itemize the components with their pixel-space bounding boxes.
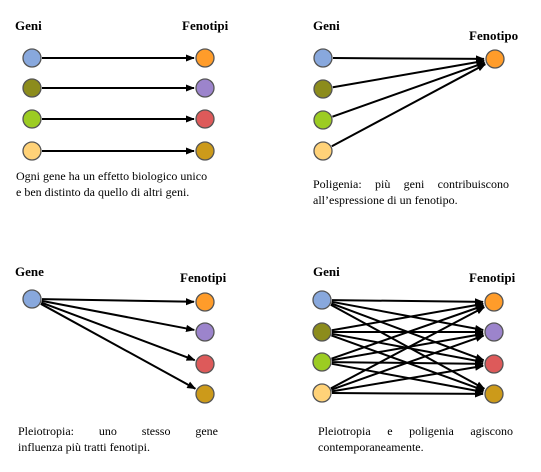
- panel4-arrow: [331, 300, 485, 333]
- panel4-phenotype-purple-node: [484, 322, 504, 342]
- panel4-gene-yellow-node: [312, 383, 332, 403]
- panel3-arrow: [41, 299, 196, 332]
- panel3-phenotype-purple-node: [195, 322, 215, 342]
- panel2-phenotype-label: Fenotipo: [469, 28, 518, 43]
- panel4-arrow: [331, 363, 485, 393]
- panel1-gene-olive-node: [22, 78, 42, 98]
- panel3-phenotypes-label: Fenotipi: [180, 270, 227, 285]
- panel4-gene-blue-node: [312, 290, 332, 310]
- panel1-phenotype-purple-node: [195, 78, 215, 98]
- panel4-arrow: [331, 298, 484, 306]
- panel2-arrow: [332, 61, 486, 118]
- panel4-caption: Pleiotropia e poligenia agiscono contemp…: [318, 423, 513, 455]
- panel3-caption-line1: Pleiotropia: uno stesso gene: [18, 424, 218, 438]
- panel4-phenotype-gold-node: [484, 384, 504, 404]
- panel3-caption-line2: influenza più tratti fenotipi.: [18, 440, 150, 454]
- panel2-arrow: [332, 55, 485, 63]
- panel2-arrow: [332, 58, 486, 89]
- panel2-caption-line2: all’espressione di un fenotipo.: [313, 193, 458, 207]
- panel4-arrow: [331, 301, 485, 332]
- panel1-phenotype-red-node: [195, 109, 215, 129]
- panel4-genes-label: Geni: [313, 264, 340, 279]
- panel1-gene-blue-node: [22, 48, 42, 68]
- panel4-gene-olive-node: [312, 322, 332, 342]
- panel3-arrow: [40, 302, 197, 390]
- panel4-caption-line1: Pleiotropia e poligenia agiscono: [318, 424, 513, 438]
- panel3-arrow: [41, 301, 196, 362]
- panel4-arrow: [330, 306, 486, 390]
- node-layer: [22, 48, 505, 404]
- panel1-genes-label: Geni: [15, 18, 42, 33]
- panel1-caption-line2: e ben distinto da quello di altri geni.: [16, 185, 190, 199]
- panel1-phenotype-gold-node: [195, 141, 215, 161]
- panel2-gene-olive-node: [313, 79, 333, 99]
- panel1-gene-yellow-node: [22, 141, 42, 161]
- panel4-caption-line2: contemporaneamente.: [318, 440, 424, 454]
- panel3-caption: Pleiotropia: uno stesso gene influenza p…: [18, 423, 218, 455]
- panel2-genes-label: Geni: [313, 18, 340, 33]
- panel2-caption-line1: Poligenia: più geni contribuiscono: [313, 177, 509, 191]
- panel3-phenotype-orange-node: [195, 292, 215, 312]
- panel2-arrow: [331, 63, 487, 148]
- panel3-gene-label: Gene: [15, 264, 44, 279]
- panel2-gene-blue-node: [313, 48, 333, 68]
- panel1-gene-green-node: [22, 109, 42, 129]
- panel3-gene-blue-node: [22, 289, 42, 309]
- panel1-caption-line1: Ogni gene ha un effetto biologico unico: [16, 169, 208, 183]
- panel4-arrow: [331, 304, 485, 360]
- panel3-phenotype-gold-node: [195, 384, 215, 404]
- panel4-phenotype-orange-node: [484, 292, 504, 312]
- panel1-caption: Ogni gene ha un effetto biologico unico …: [16, 168, 238, 200]
- panel2-phenotype-orange-node: [485, 49, 505, 69]
- panel2-gene-green-node: [313, 110, 333, 130]
- panel3-arrow: [41, 298, 195, 306]
- arrow-layer: [40, 54, 487, 398]
- panel4-arrow: [331, 334, 485, 391]
- panel4-arrow: [331, 390, 484, 398]
- panel2-caption: Poligenia: più geni contribuiscono all’e…: [313, 176, 509, 208]
- panel1-phenotypes-label: Fenotipi: [182, 18, 229, 33]
- panel3-phenotype-red-node: [195, 354, 215, 374]
- panel4-phenotype-red-node: [484, 354, 504, 374]
- panel4-phenotypes-label: Fenotipi: [469, 270, 516, 285]
- panel4-gene-green-node: [312, 352, 332, 372]
- panel1-phenotype-orange-node: [195, 48, 215, 68]
- panel2-gene-yellow-node: [313, 141, 333, 161]
